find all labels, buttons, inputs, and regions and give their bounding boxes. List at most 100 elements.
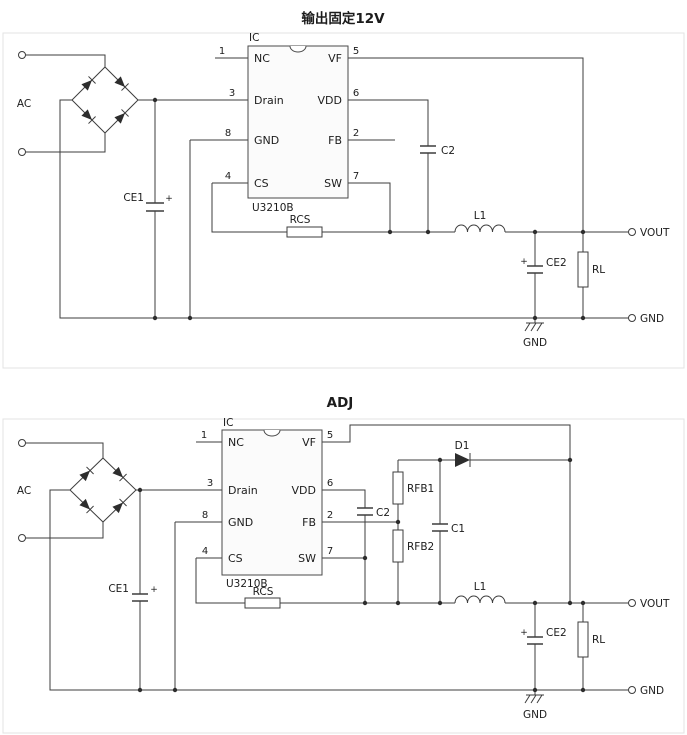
pin-label-gnd: GND: [254, 134, 279, 147]
d1-diode: [455, 453, 471, 467]
pin-number-3: 3: [207, 478, 213, 489]
pin-label-vdd: VDD: [318, 94, 342, 107]
c1-label: C1: [451, 523, 465, 535]
rl-label: RL: [592, 264, 605, 276]
rl-resistor: [577, 251, 589, 288]
pin-label-sw: SW: [298, 552, 316, 565]
ac-terminal-top: [18, 439, 26, 447]
vout-terminal: [628, 228, 636, 236]
wires: [25, 54, 628, 323]
pin-label-drain: Drain: [228, 484, 258, 497]
rl-label: RL: [592, 634, 605, 646]
bridge-rectifier: [69, 457, 137, 523]
circuit-title: 输出固定12V: [301, 10, 385, 27]
vout-label: VOUT: [640, 598, 670, 610]
junction-dots: [152, 97, 586, 321]
ic-label: IC: [223, 417, 233, 429]
l1-inductor: [454, 595, 506, 604]
pin-label-cs: CS: [228, 552, 243, 565]
ac-terminal-top: [18, 51, 26, 59]
l1-label: L1: [474, 210, 487, 222]
wires: [25, 424, 628, 695]
pin-number-7: 7: [353, 171, 359, 182]
ce1-polarity-icon: +: [150, 585, 158, 595]
ic-part-number: U3210B: [226, 578, 268, 590]
circuit-adj: ADJ AC IC U3210B NC Drain GND CS VF VDD …: [2, 395, 685, 734]
rl-resistor: [577, 621, 589, 658]
earth-ground-icon: [524, 694, 544, 704]
pin-label-fb: FB: [328, 134, 342, 147]
ic-u3210b: IC U3210B NC Drain GND CS VF VDD FB SW 1…: [219, 32, 359, 214]
pin-number-2: 2: [353, 128, 359, 139]
gnd-label: GND: [640, 685, 664, 697]
rfb2-label: RFB2: [407, 541, 434, 553]
gnd-label: GND: [640, 313, 664, 325]
pin-number-4: 4: [225, 171, 231, 182]
pin-label-gnd: GND: [228, 516, 253, 529]
ic-body: [221, 429, 323, 576]
ce2-label: CE2: [546, 627, 567, 639]
ce1-label: CE1: [123, 192, 144, 204]
vout-terminal: [628, 599, 636, 607]
pin-number-1: 1: [219, 46, 225, 57]
ac-label: AC: [17, 98, 31, 110]
ac-terminal-bottom: [18, 148, 26, 156]
ic-label: IC: [249, 32, 259, 44]
c2-label: C2: [376, 507, 390, 519]
junction-dots: [137, 457, 586, 693]
bridge-rectifier: [71, 66, 139, 134]
ic-u3210b: IC U3210B NC Drain GND CS VF VDD FB SW 1…: [201, 417, 333, 590]
ground-symbol-label: GND: [523, 709, 547, 721]
circuit-frame: [2, 32, 685, 369]
ce2-polarity-icon: +: [520, 628, 528, 638]
rfb2-resistor: [392, 529, 404, 563]
pin-label-nc: NC: [228, 436, 244, 449]
l1-inductor: [454, 224, 506, 233]
pin-number-5: 5: [327, 430, 333, 441]
circuit-frame: [2, 418, 685, 734]
ac-label: AC: [17, 485, 31, 497]
ic-body: [247, 45, 349, 199]
rfb1-resistor: [392, 471, 404, 505]
ce1-label: CE1: [108, 583, 129, 595]
pin-number-3: 3: [229, 88, 235, 99]
pin-number-6: 6: [327, 478, 333, 489]
ac-terminal-bottom: [18, 534, 26, 542]
pin-label-nc: NC: [254, 52, 270, 65]
circuit-title: ADJ: [327, 395, 354, 411]
ce1-polarity-icon: +: [165, 194, 173, 204]
pin-label-vdd: VDD: [292, 484, 316, 497]
ic-notch-icon: [289, 45, 307, 53]
ce2-label: CE2: [546, 257, 567, 269]
gnd-terminal: [628, 314, 636, 322]
gnd-terminal: [628, 686, 636, 694]
pin-label-drain: Drain: [254, 94, 284, 107]
pin-number-2: 2: [327, 510, 333, 521]
pin-number-7: 7: [327, 546, 333, 557]
ground-symbol-label: GND: [523, 337, 547, 349]
circuit-fixed-12v: 输出固定12V AC IC U3210B NC Drain GND CS VF …: [2, 10, 685, 369]
pin-number-6: 6: [353, 88, 359, 99]
ic-part-number: U3210B: [252, 202, 294, 214]
pin-number-4: 4: [202, 546, 208, 557]
rcs-resistor: [244, 597, 281, 609]
earth-ground-icon: [524, 322, 544, 332]
pin-label-fb: FB: [302, 516, 316, 529]
capacitor-plates: [132, 507, 543, 645]
pin-number-1: 1: [201, 430, 207, 441]
rcs-resistor: [286, 226, 323, 238]
rcs-label: RCS: [253, 586, 274, 598]
pin-label-sw: SW: [324, 177, 342, 190]
pin-label-vf: VF: [328, 52, 342, 65]
d1-label: D1: [455, 440, 470, 452]
vout-label: VOUT: [640, 227, 670, 239]
ce2-polarity-icon: +: [520, 257, 528, 267]
rcs-label: RCS: [290, 214, 311, 226]
rfb1-label: RFB1: [407, 483, 434, 495]
l1-label: L1: [474, 581, 487, 593]
ic-notch-icon: [263, 429, 281, 437]
capacitor-plates: [146, 145, 543, 274]
pin-number-5: 5: [353, 46, 359, 57]
